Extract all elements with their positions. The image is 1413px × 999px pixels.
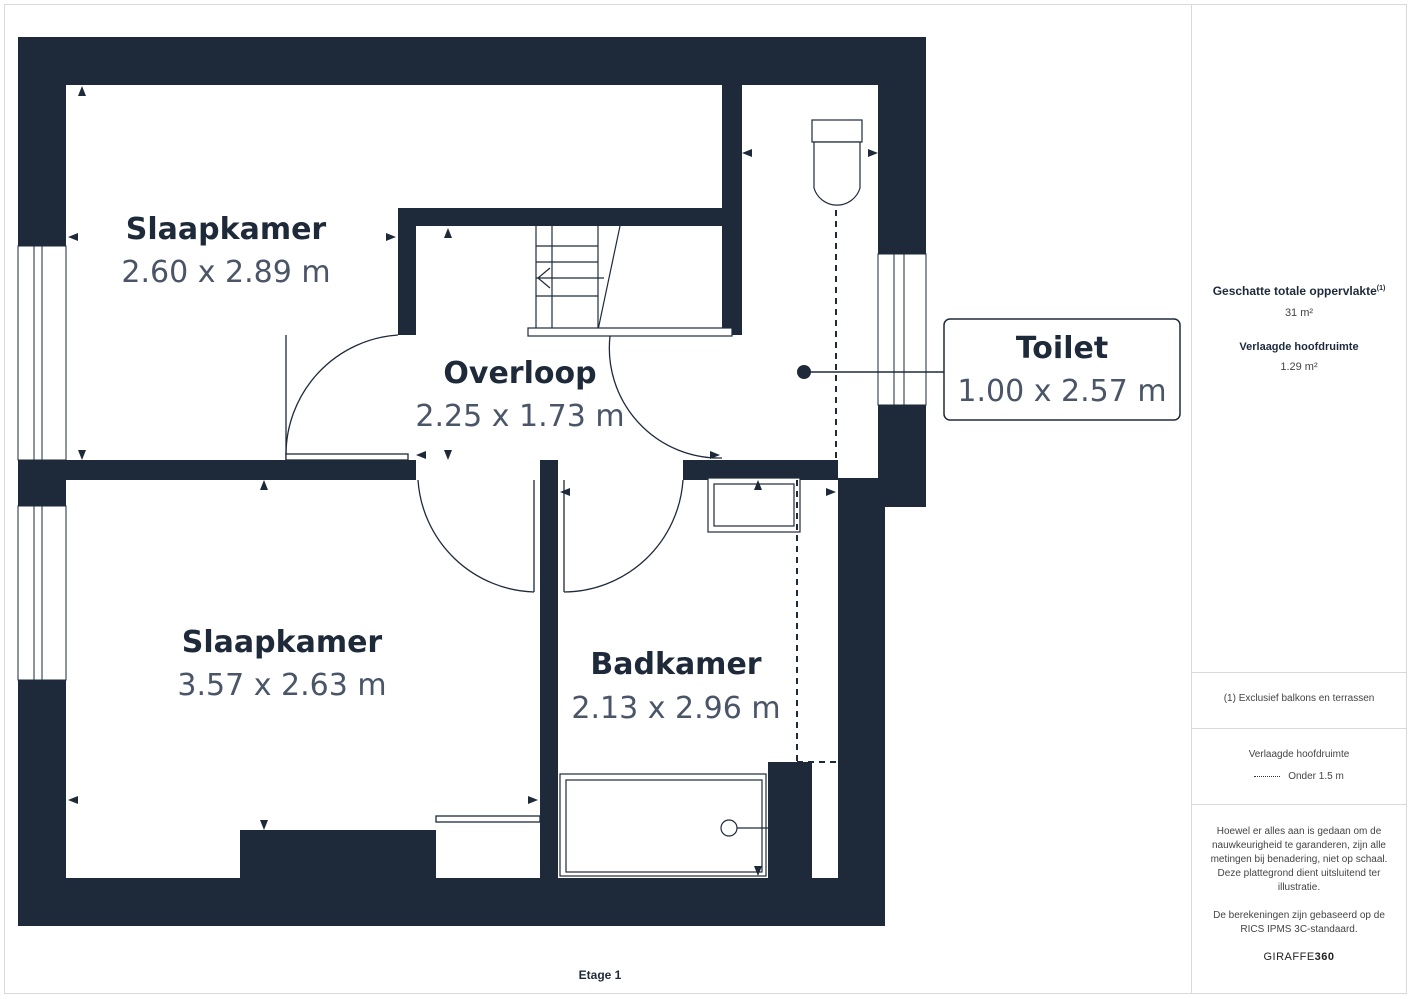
legend-item-label: Onder 1.5 m — [1288, 771, 1344, 782]
disclaimer-1: Hoewel er alles aan is gedaan om de nauw… — [1210, 826, 1388, 893]
total-area-footnote-mark: (1) — [1376, 285, 1386, 292]
room-dims-toilet: 1.00 x 2.57 m — [957, 374, 1166, 409]
total-area-value: 31 m² — [1284, 307, 1314, 319]
room-name-overloop: Overloop — [443, 356, 596, 391]
staircase — [527, 225, 733, 337]
reduced-headroom-title: Verlaagde hoofdruimte — [1239, 341, 1359, 353]
toilet-fixture — [811, 119, 863, 206]
legend-title: Verlaagde hoofdruimte — [1248, 749, 1350, 760]
room-name-slaapkamer-1: Slaapkamer — [126, 212, 327, 247]
room-interiors — [66, 85, 878, 878]
reduced-headroom-value: 1.29 m² — [1280, 361, 1318, 373]
room-dims-slaapkamer-1: 2.60 x 2.89 m — [121, 255, 330, 290]
room-name-slaapkamer-2: Slaapkamer — [182, 625, 383, 660]
dotted-line-icon — [1254, 775, 1281, 777]
walls — [18, 37, 926, 926]
floor-label: Etage 1 — [578, 968, 622, 982]
room-name-toilet: Toilet — [1016, 331, 1108, 366]
room-dims-slaapkamer-2: 3.57 x 2.63 m — [177, 668, 386, 703]
bathroom-fixtures — [559, 477, 801, 877]
total-area-title-text: Geschatte totale oppervlakte — [1212, 284, 1377, 298]
room-name-badkamer: Badkamer — [590, 647, 761, 682]
sidebar-separator — [1192, 804, 1406, 805]
brand-logo-light: GIRAFFE — [1263, 951, 1315, 963]
brand-logo: GIRAFFE360 — [1192, 951, 1406, 963]
disclaimer-2: De berekeningen zijn gebaseerd op de RIC… — [1213, 910, 1385, 935]
room-dims-badkamer: 2.13 x 2.96 m — [571, 691, 780, 726]
windows — [17, 245, 927, 681]
toilet-callout — [797, 318, 1181, 421]
floor-plan: Slaapkamer 2.60 x 2.89 m Overloop 2.25 x… — [17, 37, 1181, 926]
headroom-lines — [796, 210, 838, 763]
brand-logo-bold: 360 — [1314, 951, 1335, 963]
total-area-title: Geschatte totale oppervlakte(1) — [1192, 284, 1406, 298]
sidebar-separator — [1192, 728, 1406, 729]
sidebar-separator — [1192, 672, 1406, 673]
legend-item: Onder 1.5 m — [1192, 770, 1406, 784]
page-frame — [4, 4, 1407, 994]
sidebar-divider — [1191, 4, 1192, 994]
footnote: (1) Exclusief balkons en terrassen — [1223, 693, 1375, 704]
measure-arrows — [68, 86, 878, 876]
room-dims-overloop: 2.25 x 1.73 m — [415, 399, 624, 434]
doors — [285, 334, 723, 823]
